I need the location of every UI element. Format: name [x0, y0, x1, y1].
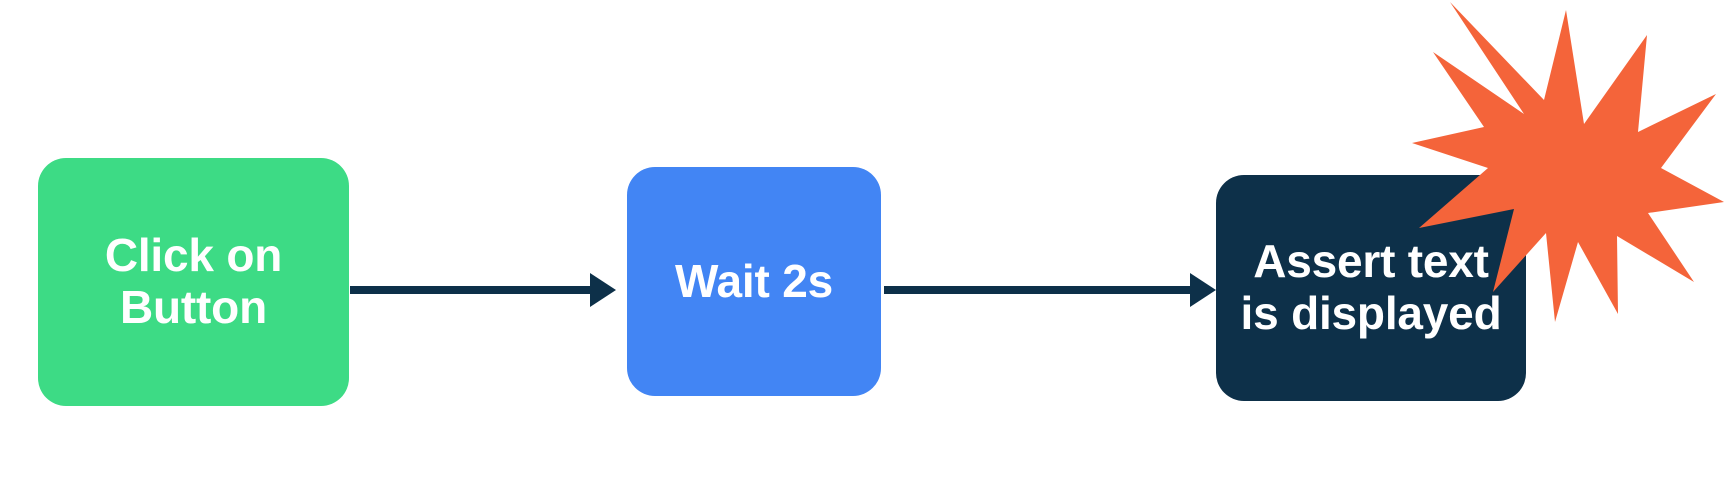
node-label: Click on Button: [104, 229, 283, 333]
node-click-on-button[interactable]: Click on Button: [38, 158, 349, 406]
arrowhead-icon: [1190, 273, 1216, 307]
node-wait-2s[interactable]: Wait 2s: [627, 167, 881, 396]
node-label: Wait 2s: [675, 254, 833, 307]
connector-line: [884, 286, 1192, 294]
connector-line: [350, 286, 592, 294]
node-assert-text-is-displayed[interactable]: Assert text is displayed: [1216, 175, 1526, 401]
arrowhead-icon: [590, 273, 616, 307]
node-label: Assert text is displayed: [1240, 235, 1502, 339]
